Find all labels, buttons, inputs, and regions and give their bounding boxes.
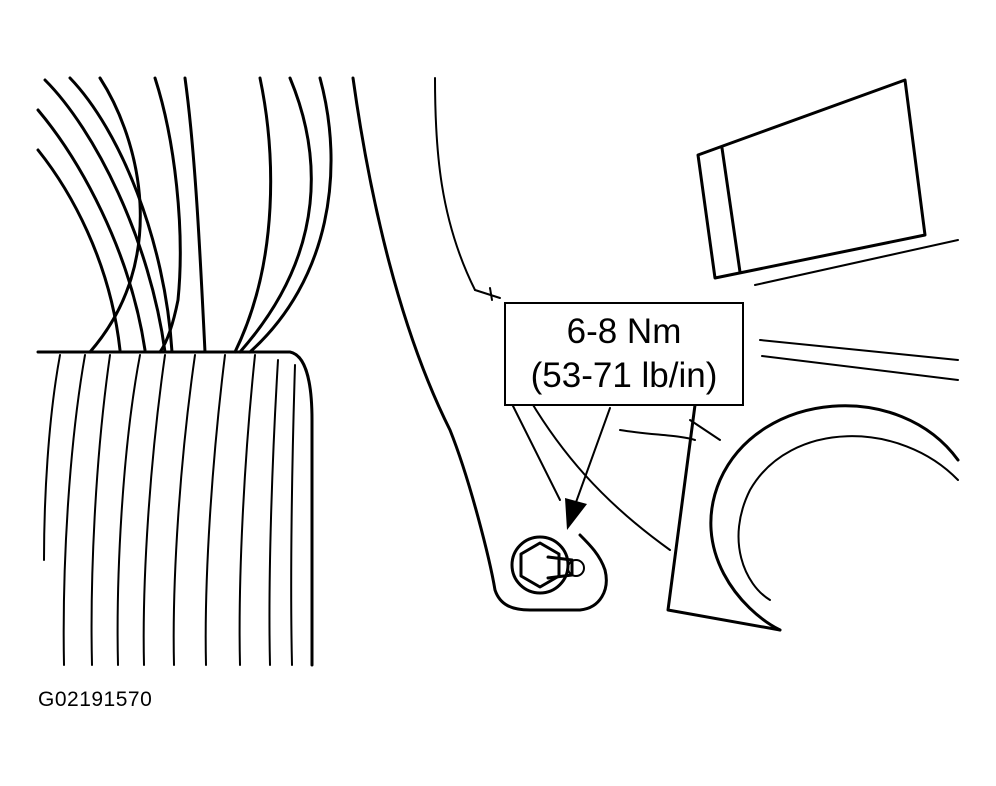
connector-housing: [619, 78, 959, 441]
housing-curve: [666, 403, 960, 632]
torque-imperial-label: (53-71 lb/in): [530, 356, 718, 395]
wire-harness-upper: [36, 76, 333, 354]
torque-metric-label: 6-8 Nm: [566, 312, 682, 351]
torque-spec-callout: 6-8 Nm (53-71 lb/in): [504, 302, 744, 406]
bolt: [510, 535, 585, 595]
leader-arrow: [565, 407, 611, 530]
harness-sleeve: [36, 350, 314, 667]
figure-id-label: G02191570: [38, 688, 153, 711]
